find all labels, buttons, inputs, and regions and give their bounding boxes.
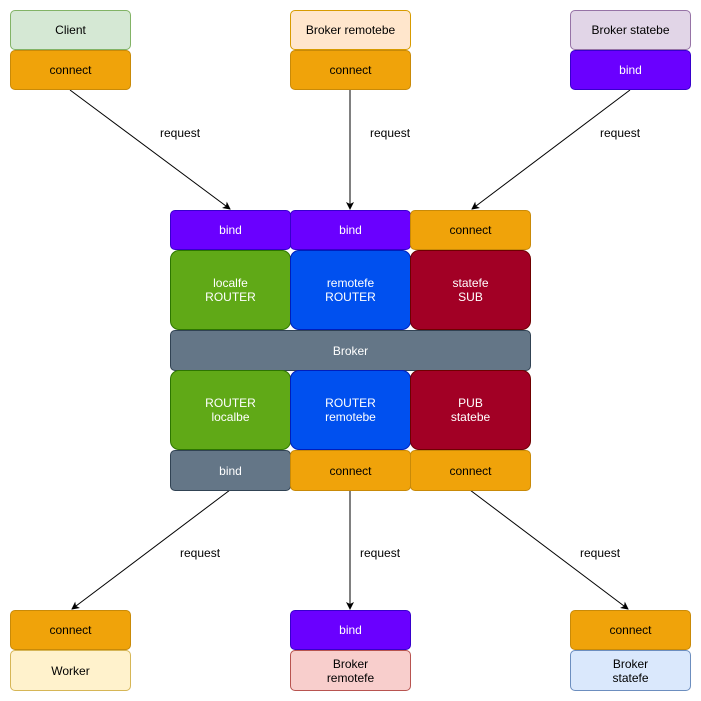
- remotefe-router: remotefe ROUTER: [290, 250, 411, 330]
- edge-label-statebe-request: request: [600, 126, 641, 140]
- remotebe-connect-socket: connect: [290, 450, 411, 491]
- broker-core: Broker: [170, 330, 531, 371]
- broker-statefe-connect-socket: connect: [570, 610, 691, 650]
- broker-statebe-node: Broker statebe: [570, 10, 691, 50]
- remotebe-router: ROUTER remotebe: [290, 370, 411, 450]
- client-connect-socket: connect: [10, 50, 131, 90]
- localbe-router: ROUTER localbe: [170, 370, 291, 450]
- statebe-connect-socket: connect: [410, 450, 531, 491]
- edge-client-to-localfe: [69, 89, 231, 210]
- broker-remotebe-node: Broker remotebe: [290, 10, 411, 50]
- client-node: Client: [10, 10, 131, 50]
- worker-connect-socket: connect: [10, 610, 131, 650]
- localbe-bind-socket: bind: [170, 450, 291, 491]
- broker-statefe-node: Broker statefe: [570, 650, 691, 691]
- worker-node: Worker: [10, 650, 131, 691]
- localfe-router: localfe ROUTER: [170, 250, 291, 330]
- edge-label-remotefe-request: request: [360, 546, 401, 560]
- broker-remotebe-connect-socket: connect: [290, 50, 411, 90]
- broker-remotefe-node: Broker remotefe: [290, 650, 411, 691]
- statefe-connect-socket: connect: [410, 210, 531, 250]
- statebe-pub: PUB statebe: [410, 370, 531, 450]
- edge-label-client-request: request: [160, 126, 201, 140]
- remotefe-bind-socket: bind: [290, 210, 411, 250]
- edge-localbe-to-worker: [71, 489, 231, 610]
- statefe-sub: statefe SUB: [410, 250, 531, 330]
- edge-label-statefe-request: request: [580, 546, 621, 560]
- localfe-bind-socket: bind: [170, 210, 291, 250]
- broker-statebe-bind-socket: bind: [570, 50, 691, 90]
- edge-statebe-to-broker-statefe: [469, 489, 629, 610]
- broker-remotefe-bind-socket: bind: [290, 610, 411, 650]
- edge-label-remotebe-request: request: [370, 126, 411, 140]
- edge-label-worker-request: request: [180, 546, 221, 560]
- edge-statebe-to-statefe: [471, 89, 631, 210]
